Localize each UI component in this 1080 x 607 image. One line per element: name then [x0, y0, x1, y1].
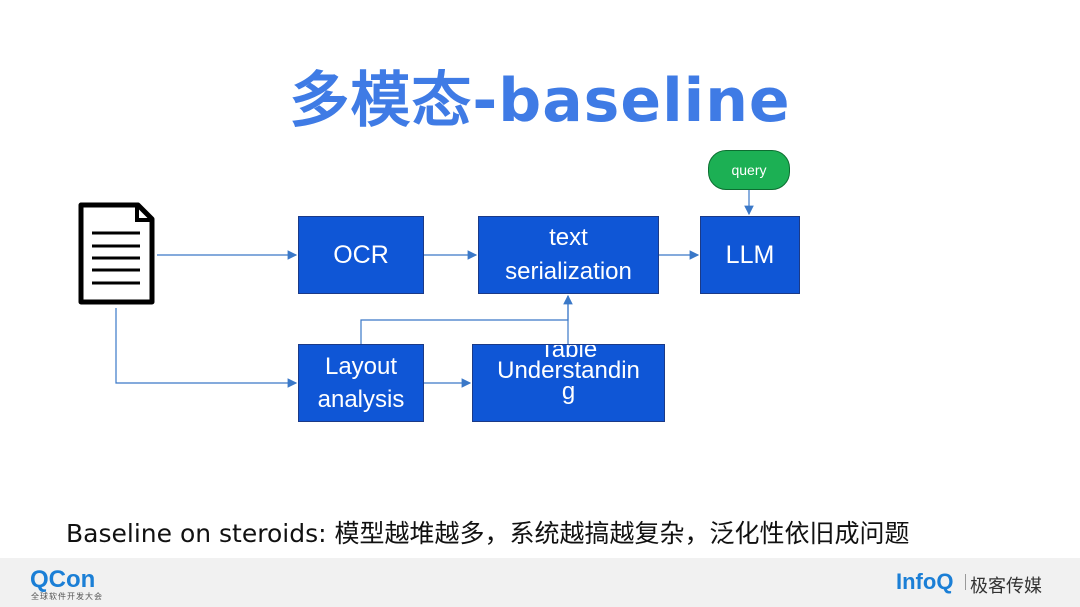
arrow-doc-layout [115, 308, 298, 388]
query-node: query [708, 150, 790, 190]
qcon-subtitle: 全球软件开发大会 [31, 592, 103, 601]
infoq-cn-logo: 极客传媒 [970, 576, 1042, 597]
footer-bar [0, 558, 1080, 607]
table-understanding-line-1: Table [539, 344, 598, 363]
footer-divider [965, 574, 966, 590]
llm-node: LLM [700, 216, 800, 294]
text-serialization-line-2: serialization [505, 258, 632, 285]
qcon-logo: QCon [30, 566, 96, 593]
ocr-label: OCR [333, 240, 389, 269]
slide-title: 多模态-baseline [289, 66, 791, 136]
text-serialization-line-1: text [549, 224, 588, 251]
table-understanding-line-2: Understandin [497, 357, 640, 384]
layout-analysis-line-1: Layout [324, 353, 398, 380]
table-understanding-line-3: g [561, 378, 576, 405]
infoq-logo: InfoQ [896, 569, 954, 594]
layout-analysis-line-2: analysis [317, 386, 405, 413]
llm-label: LLM [725, 240, 775, 269]
text-serialization-node: text serialization [478, 216, 659, 294]
ocr-node: OCR [298, 216, 424, 294]
slide-caption: Baseline on steroids: 模型越堆越多，系统越搞越复杂，泛化性… [66, 519, 910, 548]
table-understanding-node: Table Understandin g [472, 344, 665, 422]
document-icon [78, 202, 155, 305]
layout-analysis-node: Layout analysis [298, 344, 424, 422]
arrow-layout-text [360, 294, 573, 344]
